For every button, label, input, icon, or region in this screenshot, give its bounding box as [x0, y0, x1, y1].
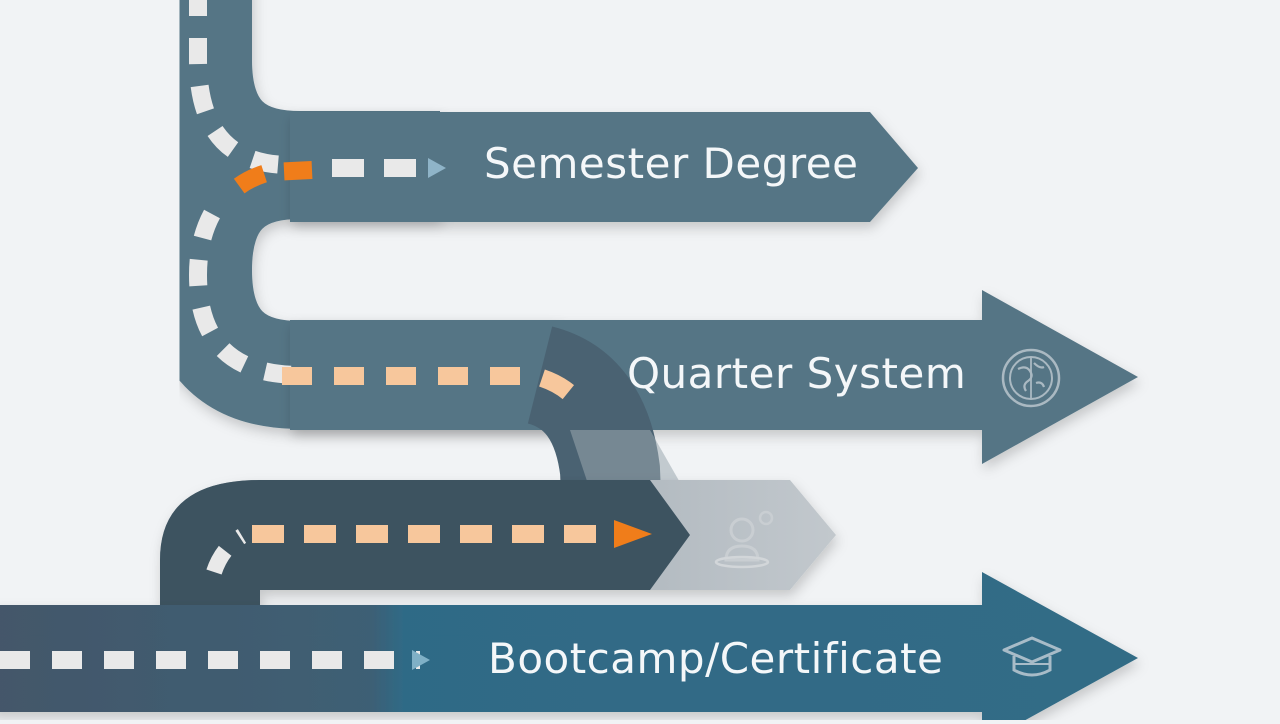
graduation-cap-icon	[1002, 636, 1062, 677]
lane-dashes-top	[189, 0, 291, 174]
label-quarter-system: Quarter System	[627, 349, 967, 398]
lane-arrowhead-semester	[428, 158, 446, 178]
lane-dashes-alternative-curve	[206, 529, 247, 575]
lane-markings	[0, 0, 652, 670]
lane-dashes-middle-curve	[188, 209, 301, 384]
lane-dashes-orange	[217, 161, 313, 206]
label-semester-degree: Semester Degree	[484, 139, 859, 188]
lane-dashes-quarter-curve	[538, 369, 588, 410]
bootcamp-arrow	[0, 572, 1138, 724]
quarter-system-arrow	[290, 290, 1138, 464]
semester-degree-arrow	[290, 112, 918, 222]
globe-icon	[1001, 348, 1061, 408]
label-bootcamp-certificate: Bootcamp/Certificate	[488, 634, 944, 683]
lane-arrowhead-alternative	[614, 520, 652, 548]
alternative-path	[160, 480, 836, 640]
lane-arrowhead-bootcamp	[412, 650, 430, 670]
person-location-icon	[714, 510, 774, 569]
